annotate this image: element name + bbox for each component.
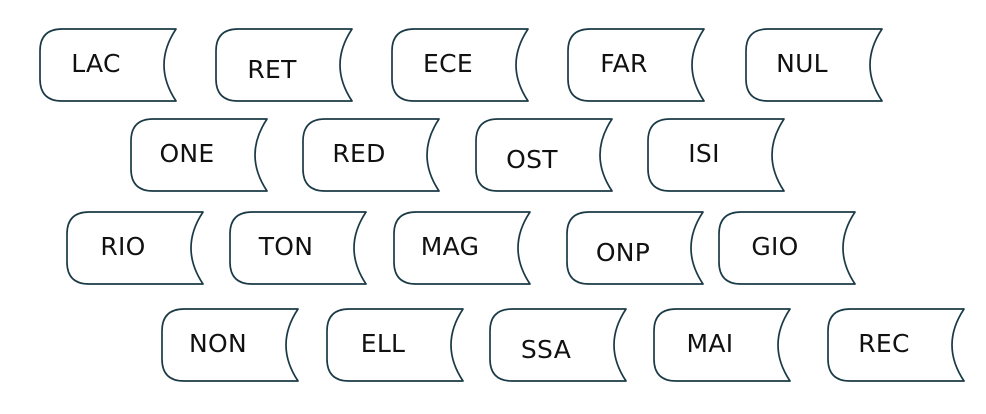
tile-outline bbox=[489, 308, 627, 382]
tile-outline bbox=[567, 28, 705, 102]
letter-tile: ISI bbox=[646, 117, 786, 193]
letter-tile: ONE bbox=[129, 117, 269, 193]
tile-outline bbox=[718, 211, 856, 285]
tile-label: LAC bbox=[71, 49, 121, 78]
tile-label: GIO bbox=[751, 232, 799, 261]
tile-label: RIO bbox=[100, 232, 146, 261]
tile-outline bbox=[161, 308, 299, 382]
letter-tile: ECE bbox=[390, 27, 530, 103]
tile-outline bbox=[66, 211, 204, 285]
tile-outline bbox=[215, 28, 353, 102]
tile-outline bbox=[647, 118, 785, 192]
tile-label: TON bbox=[258, 232, 314, 261]
tile-label: SSA bbox=[520, 335, 572, 364]
letter-tile: NON bbox=[160, 307, 300, 383]
tile-label: ISI bbox=[688, 139, 720, 168]
tile-outline bbox=[827, 308, 965, 382]
tile-outline bbox=[653, 308, 791, 382]
letter-tile: MAI bbox=[652, 307, 792, 383]
tile-outline bbox=[229, 211, 367, 285]
tile-outline bbox=[393, 211, 531, 285]
letter-tile: FAR bbox=[566, 27, 706, 103]
letter-tile: TON bbox=[228, 210, 368, 286]
tile-outline bbox=[745, 28, 883, 102]
tile-label: ELL bbox=[360, 329, 406, 358]
letter-tile: MAG bbox=[392, 210, 532, 286]
letter-tile: SSA bbox=[488, 307, 628, 383]
letter-tile: ELL bbox=[325, 307, 465, 383]
tile-outline bbox=[39, 28, 177, 102]
tile-label: REC bbox=[858, 329, 910, 358]
tile-label: MAI bbox=[686, 329, 734, 358]
letter-tile: GIO bbox=[717, 210, 857, 286]
tile-label: ONP bbox=[595, 238, 651, 267]
tile-label: NUL bbox=[776, 49, 828, 78]
letter-tile: LAC bbox=[38, 27, 178, 103]
tile-label: ONE bbox=[159, 139, 215, 168]
tile-label: ECE bbox=[423, 49, 473, 78]
tile-label: RED bbox=[332, 139, 386, 168]
tile-label: NON bbox=[189, 329, 247, 358]
letter-tile: REC bbox=[826, 307, 966, 383]
letter-tile: ONP bbox=[565, 210, 705, 286]
tile-label: RET bbox=[247, 55, 297, 84]
letter-tile: RED bbox=[301, 117, 441, 193]
letter-tile: OST bbox=[474, 117, 614, 193]
letter-tile: RIO bbox=[65, 210, 205, 286]
letter-tile: NUL bbox=[744, 27, 884, 103]
tile-outline bbox=[475, 118, 613, 192]
tile-label: MAG bbox=[420, 232, 480, 261]
tile-outline bbox=[130, 118, 268, 192]
tile-outline bbox=[302, 118, 440, 192]
tile-label: FAR bbox=[600, 49, 648, 78]
tile-outline bbox=[326, 308, 464, 382]
tile-outline bbox=[391, 28, 529, 102]
tile-outline bbox=[566, 211, 704, 285]
tile-label: OST bbox=[506, 145, 558, 174]
letter-tile: RET bbox=[214, 27, 354, 103]
